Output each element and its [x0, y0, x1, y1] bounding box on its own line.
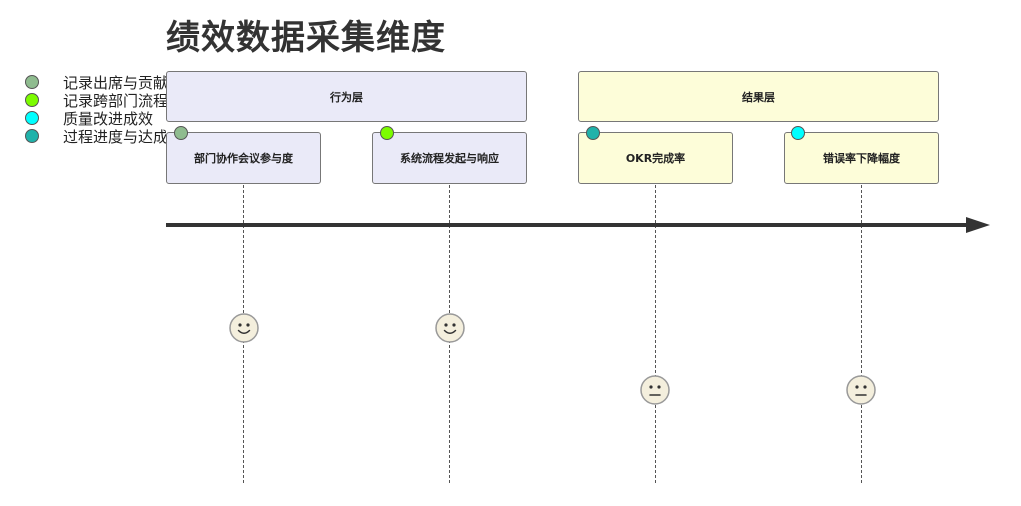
metric-label: 系统流程发起与响应 [400, 152, 499, 165]
legend-label: 过程进度与达成 [63, 127, 166, 146]
legend-item: 记录出席与贡献 [24, 73, 166, 92]
page-title: 绩效数据采集维度 [166, 18, 446, 58]
legend: 记录出席与贡献 记录跨部门流程 质量改进成效 过程进度与达成 [24, 73, 166, 145]
metric-marker-icon [380, 126, 394, 140]
arrow-right-icon [966, 217, 990, 233]
legend-item: 质量改进成效 [24, 109, 166, 128]
metric-box-error-rate: 错误率下降幅度 [784, 132, 939, 184]
metric-label: 部门协作会议参与度 [194, 152, 293, 165]
legend-dot-icon [25, 75, 39, 89]
behavior-layer-label: 行为层 [330, 90, 363, 104]
metric-marker-icon [586, 126, 600, 140]
legend-item: 记录跨部门流程 [24, 91, 166, 110]
legend-dot-icon [25, 111, 39, 125]
neutral-face-icon [846, 375, 876, 405]
lifeline-dashed [861, 185, 862, 483]
result-layer-label: 结果层 [742, 90, 775, 104]
metric-box-collaboration: 部门协作会议参与度 [166, 132, 321, 184]
result-layer-box: 结果层 [578, 71, 939, 122]
neutral-face-icon [640, 375, 670, 405]
legend-label: 质量改进成效 [63, 109, 154, 128]
lifeline-dashed [655, 185, 656, 483]
happy-face-icon [229, 313, 259, 343]
behavior-layer-box: 行为层 [166, 71, 527, 122]
metric-marker-icon [791, 126, 805, 140]
metric-marker-icon [174, 126, 188, 140]
legend-dot-icon [25, 93, 39, 107]
legend-item: 过程进度与达成 [24, 127, 166, 145]
legend-label: 记录跨部门流程 [63, 91, 166, 110]
metric-label: 错误率下降幅度 [823, 152, 900, 165]
legend-label: 记录出席与贡献 [63, 73, 166, 92]
happy-face-icon [435, 313, 465, 343]
metric-box-process: 系统流程发起与响应 [372, 132, 527, 184]
metric-box-okr: OKR完成率 [578, 132, 733, 184]
timeline-axis [166, 223, 968, 227]
metric-label: OKR完成率 [625, 152, 686, 165]
legend-dot-icon [25, 129, 39, 143]
